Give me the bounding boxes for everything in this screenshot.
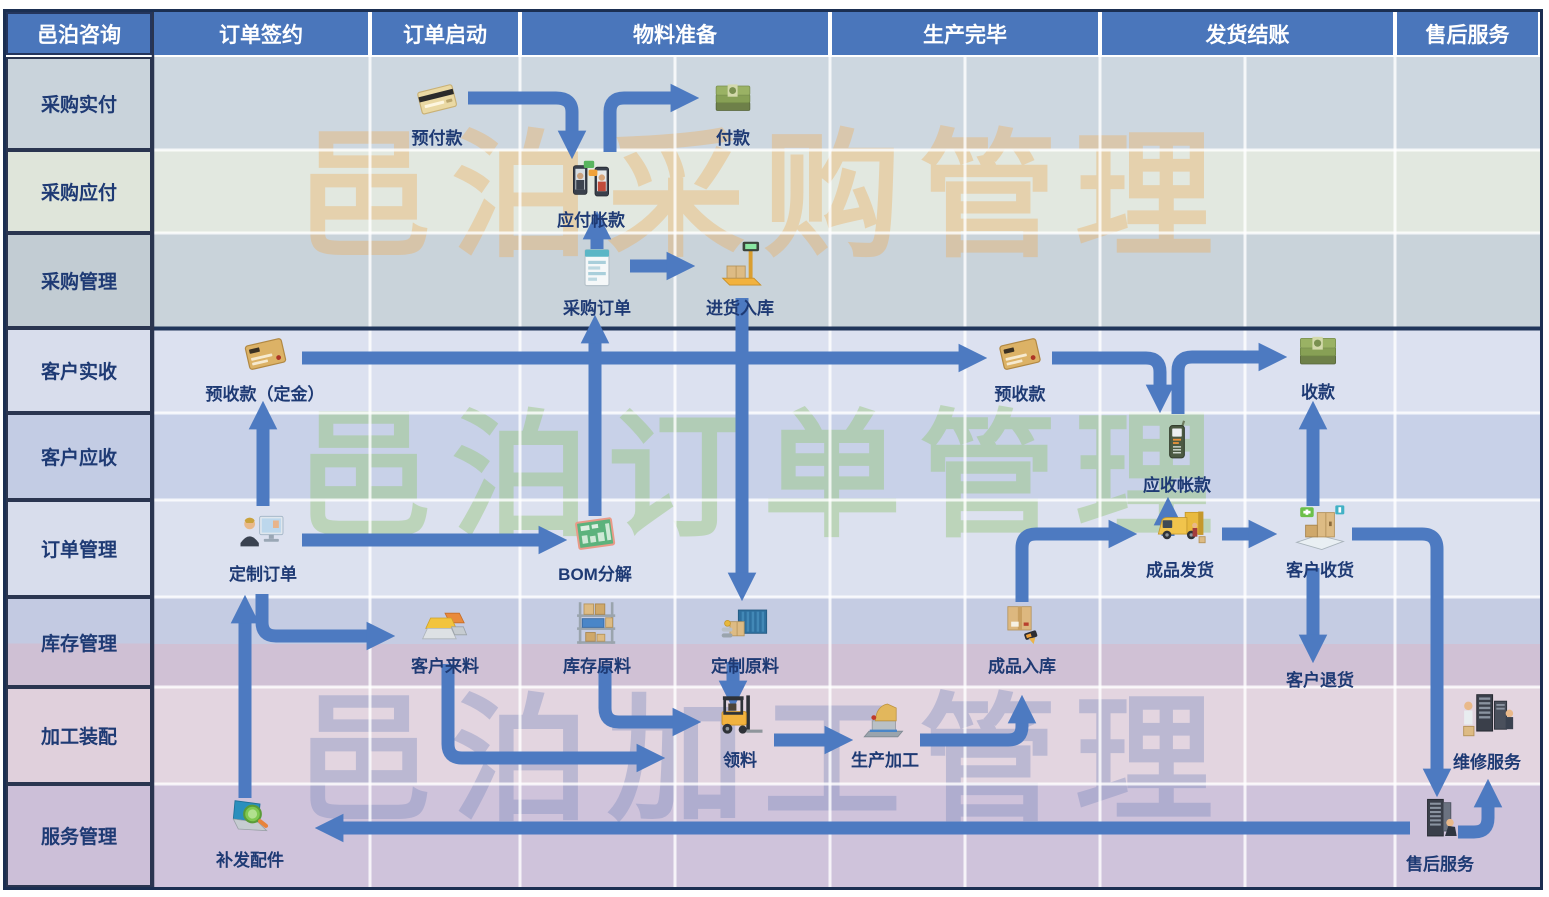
node-customer-receiving: 客户收货 xyxy=(1286,500,1354,581)
person-computer-icon xyxy=(235,508,291,558)
node-label: 应付帐款 xyxy=(557,211,625,230)
node-after-sales-service: 售后服务 xyxy=(1406,794,1474,875)
node-label: 售后服务 xyxy=(1406,855,1474,874)
node-label: 付款 xyxy=(716,129,750,148)
lane-purchase-payable: 采购应付 xyxy=(6,150,152,233)
cash-stack-icon xyxy=(706,76,760,122)
node-accounts-payable: 应付帐款 xyxy=(557,156,625,231)
lane-stripe-purchase-payable xyxy=(6,150,1540,233)
credit-card-icon xyxy=(409,76,465,122)
phase-ship-settle: 发货结账 xyxy=(1102,12,1393,55)
lane-stripe-purchase-mgmt xyxy=(6,233,1540,328)
lane-customer-receivable: 客户应收 xyxy=(6,413,152,500)
box-scanner-icon xyxy=(995,600,1049,650)
gold-bars-icon xyxy=(416,602,474,650)
delivery-van-icon xyxy=(1150,502,1210,554)
lane-stripe-purchase-paid xyxy=(6,57,1540,150)
node-deposit: 预收款（定金） xyxy=(206,330,325,405)
node-stock-material: 库存原料 xyxy=(563,596,631,677)
lane-purchase-mgmt: 采购管理 xyxy=(6,233,152,328)
phase-order-start: 订单启动 xyxy=(372,12,518,55)
node-purchase-order: 采购订单 xyxy=(563,244,631,319)
node-bom-breakdown: BOM分解 xyxy=(558,510,632,585)
lane-inventory-mgmt: 库存管理 xyxy=(6,597,152,687)
server-repair-icon xyxy=(1459,690,1515,746)
lane-order-mgmt: 订单管理 xyxy=(6,500,152,597)
node-production-processing: 生产加工 xyxy=(851,696,919,771)
machine-icon xyxy=(856,696,914,744)
forklift-icon xyxy=(713,690,767,744)
container-icon xyxy=(716,600,774,650)
node-label: 成品发货 xyxy=(1146,561,1214,580)
phase-production-done: 生产完毕 xyxy=(832,12,1098,55)
node-label: 客户退货 xyxy=(1286,671,1354,690)
storage-rack-icon xyxy=(571,596,623,650)
phase-after-sales: 售后服务 xyxy=(1397,12,1538,55)
node-label: 收款 xyxy=(1301,383,1335,402)
node-label: 领料 xyxy=(723,751,757,770)
node-label: BOM分解 xyxy=(558,565,632,584)
cash-stack-icon xyxy=(1291,328,1345,376)
weighing-scale-icon xyxy=(712,240,768,292)
node-label: 维修服务 xyxy=(1453,753,1521,772)
node-accounts-receivable: 应收帐款 xyxy=(1143,413,1211,496)
lane-stripe-processing-assembly xyxy=(6,687,1540,784)
node-label: 补发配件 xyxy=(216,851,284,870)
node-label: 库存原料 xyxy=(563,657,631,676)
node-advance-receipt: 预收款 xyxy=(992,330,1048,405)
lane-purchase-paid: 采购实付 xyxy=(6,57,152,150)
node-finished-goods-shipping: 成品发货 xyxy=(1146,502,1214,581)
bank-card-icon xyxy=(992,330,1048,378)
lane-stripe-service-mgmt xyxy=(6,784,1540,887)
phones-chat-icon xyxy=(563,156,619,204)
consultant-cell: 邑泊咨询 xyxy=(6,12,152,55)
node-repair-service: 维修服务 xyxy=(1453,690,1521,773)
laptop-magnifier-icon xyxy=(221,794,279,844)
node-label: 预收款 xyxy=(994,385,1046,404)
pos-terminal-icon xyxy=(1155,413,1199,469)
green-board-icon xyxy=(568,510,622,558)
node-label: 成品入库 xyxy=(988,657,1056,676)
lane-customer-received: 客户实收 xyxy=(6,328,152,413)
node-label: 预付款 xyxy=(411,129,463,148)
server-icon xyxy=(1415,794,1465,848)
node-customer-material: 客户来料 xyxy=(411,602,479,677)
node-label: 定制订单 xyxy=(229,565,297,584)
node-payment: 付款 xyxy=(706,76,760,149)
node-label: 预收款（定金） xyxy=(205,385,325,404)
lane-service-mgmt: 服务管理 xyxy=(6,784,152,887)
phase-order-signing: 订单签约 xyxy=(154,12,368,55)
node-label: 客户收货 xyxy=(1286,561,1354,580)
document-icon xyxy=(573,244,621,292)
node-label: 生产加工 xyxy=(851,751,919,770)
node-customer-return: 客户退货 xyxy=(1286,664,1354,691)
node-prepayment: 预付款 xyxy=(409,76,465,149)
node-label: 进货入库 xyxy=(706,299,774,318)
node-label: 客户来料 xyxy=(411,657,479,676)
lane-stripe-customer-receivable xyxy=(6,413,1540,500)
phase-material-prep: 物料准备 xyxy=(522,12,828,55)
node-label: 应收帐款 xyxy=(1143,476,1211,495)
bank-card-icon xyxy=(237,330,293,378)
node-goods-receipt: 进货入库 xyxy=(706,240,774,319)
node-label: 采购订单 xyxy=(563,299,631,318)
parcel-tablet-icon xyxy=(1291,500,1349,554)
node-custom-material: 定制原料 xyxy=(711,600,779,677)
node-receipt: 收款 xyxy=(1291,328,1345,403)
node-material-picking: 领料 xyxy=(713,690,767,771)
node-finished-goods-warehousing: 成品入库 xyxy=(988,600,1056,677)
lane-processing-assembly: 加工装配 xyxy=(6,687,152,784)
node-replacement-parts: 补发配件 xyxy=(216,794,284,871)
node-custom-order: 定制订单 xyxy=(229,508,297,585)
node-label: 定制原料 xyxy=(711,657,779,676)
